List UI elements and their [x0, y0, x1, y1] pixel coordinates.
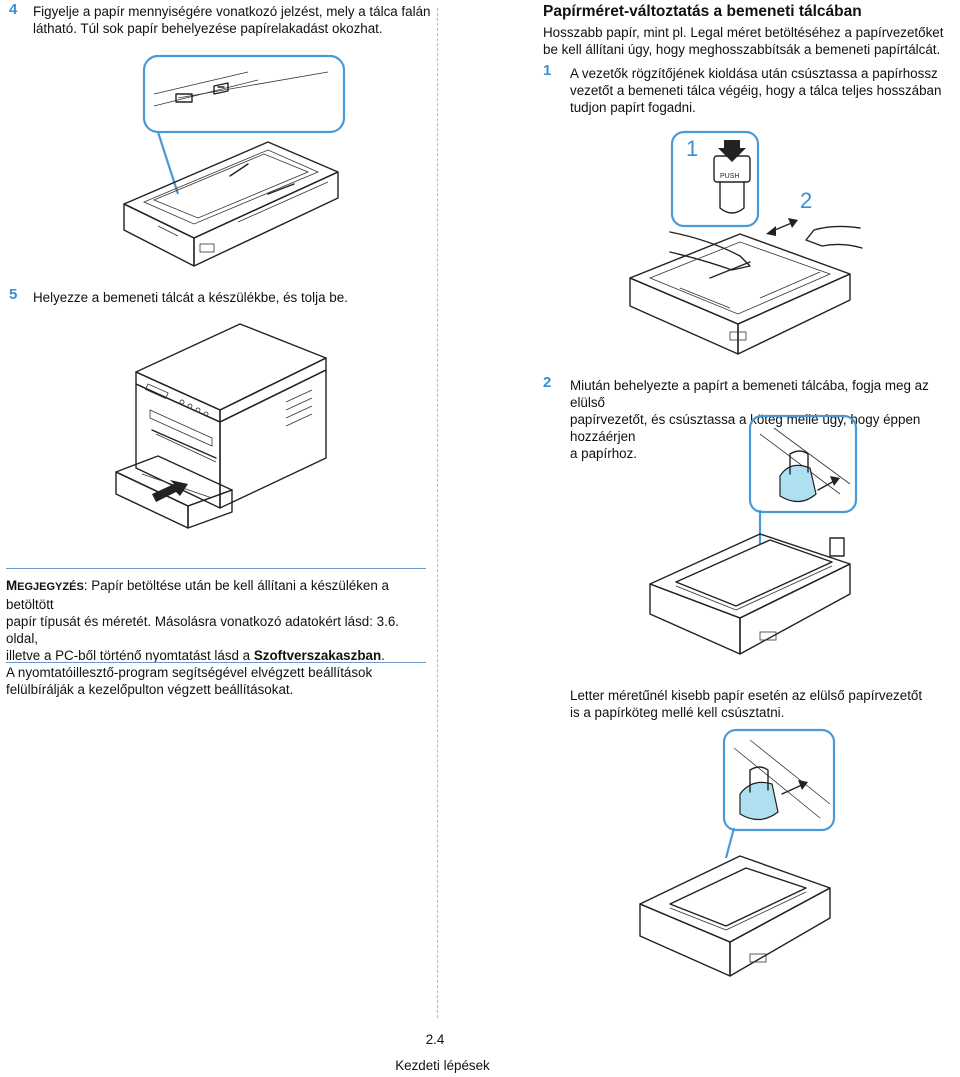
- right-hand-icon: [805, 225, 863, 249]
- left-hand-icon: [669, 231, 751, 271]
- note-line-4: A nyomtatóillesztő-program segítségével …: [6, 665, 373, 680]
- front-guide-icon: [779, 464, 817, 503]
- letter-guide-figure: [630, 728, 850, 988]
- paper-stack: [675, 539, 833, 607]
- guide-inset-frame: [748, 414, 858, 514]
- front-guide-figure: [640, 414, 860, 674]
- note-bottom-rule: [6, 662, 426, 663]
- note-line-1-rest: : Papír betöltése után be kell állítani …: [6, 578, 389, 612]
- step-2-line-3: a papírhoz.: [570, 446, 637, 461]
- step-4-number: 4: [9, 1, 18, 18]
- note-line-5: felülbírálják a kezelőpulton végzett beá…: [6, 682, 294, 697]
- step-2-line-1: Miután behelyezte a papírt a bemeneti tá…: [570, 378, 929, 410]
- intro-line-1: Hosszabb papír, mint pl. Legal méret bet…: [543, 25, 944, 40]
- push-inset-frame: [670, 130, 760, 228]
- note-line-2: papír típusát és méretét. Másolásra vona…: [6, 614, 400, 646]
- letter-inset-frame: [722, 728, 836, 832]
- step-5-text: Helyezze a bemeneti tálcát a készülékbe,…: [33, 290, 348, 305]
- note-label-cap: M: [6, 578, 18, 593]
- step-2-number: 2: [543, 374, 552, 391]
- step-4-text: Figyelje a papír mennyiségére vonatkozó …: [33, 3, 433, 37]
- push-down-arrow-icon: [718, 140, 746, 162]
- inset-frame: [142, 54, 346, 134]
- callout-2: 2: [800, 188, 812, 213]
- note-line-1: MEGJEGYZÉS: Papír betöltése után be kell…: [6, 577, 434, 613]
- push-arrow-icon: [152, 480, 188, 502]
- letter-note-line-2: is a papírköteg mellé kell csúsztatni.: [570, 705, 785, 720]
- letter-note-line-1: Letter méretűnél kisebb papír esetén az …: [570, 688, 923, 703]
- printer-insert-figure: [112, 318, 342, 538]
- tray-level-figure: [118, 54, 348, 274]
- push-label: PUSH: [720, 173, 739, 180]
- note-label-rest: EGJEGYZÉS: [17, 581, 84, 593]
- step-4-line-1: Figyelje a papír mennyiségére vonatkozó …: [33, 4, 431, 19]
- step-1-line-1: A vezetők rögzítőjének kioldása után csú…: [570, 66, 938, 81]
- step-1-number: 1: [543, 62, 552, 79]
- finger-icon: [719, 181, 745, 214]
- note-line-3: illetve a PC-ből történő nyomtatást lásd…: [6, 647, 434, 664]
- note-top-rule: [6, 568, 426, 569]
- letter-paper-stack: [669, 867, 807, 927]
- note-line-3-post: .: [381, 648, 385, 663]
- column-divider: [437, 8, 438, 1018]
- section-intro: Hosszabb papír, mint pl. Legal méret bet…: [543, 24, 955, 58]
- extend-tray-figure: 1 PUSH 2: [610, 128, 870, 368]
- step-4-line-2: látható. Túl sok papír behelyezése papír…: [33, 21, 383, 36]
- step-1-line-3: tudjon papírt fogadni.: [570, 100, 696, 115]
- step-5-number: 5: [9, 286, 18, 303]
- page-number: 2.4: [425, 1032, 445, 1047]
- note-line-3-pre: illetve a PC-ből történő nyomtatást lásd…: [6, 648, 254, 663]
- footer-section: Kezdeti lépések: [395, 1058, 490, 1073]
- callout-1: 1: [686, 136, 698, 161]
- step-1-line-2: vezetőt a bemeneti tálca végéig, hogy a …: [570, 83, 942, 98]
- note-software-link: Szoftverszakaszban: [253, 648, 382, 663]
- letter-front-guide-icon: [739, 781, 779, 821]
- letter-note: Letter méretűnél kisebb papír esetén az …: [570, 687, 958, 721]
- note-block: MEGJEGYZÉS: Papír betöltése után be kell…: [6, 577, 434, 698]
- section-heading: Papírméret-változtatás a bemeneti tálcáb…: [543, 3, 862, 20]
- step-1-text: A vezetők rögzítőjének kioldása után csú…: [570, 65, 955, 116]
- intro-line-2: be kell állítani úgy, hogy meghosszabbít…: [543, 42, 941, 57]
